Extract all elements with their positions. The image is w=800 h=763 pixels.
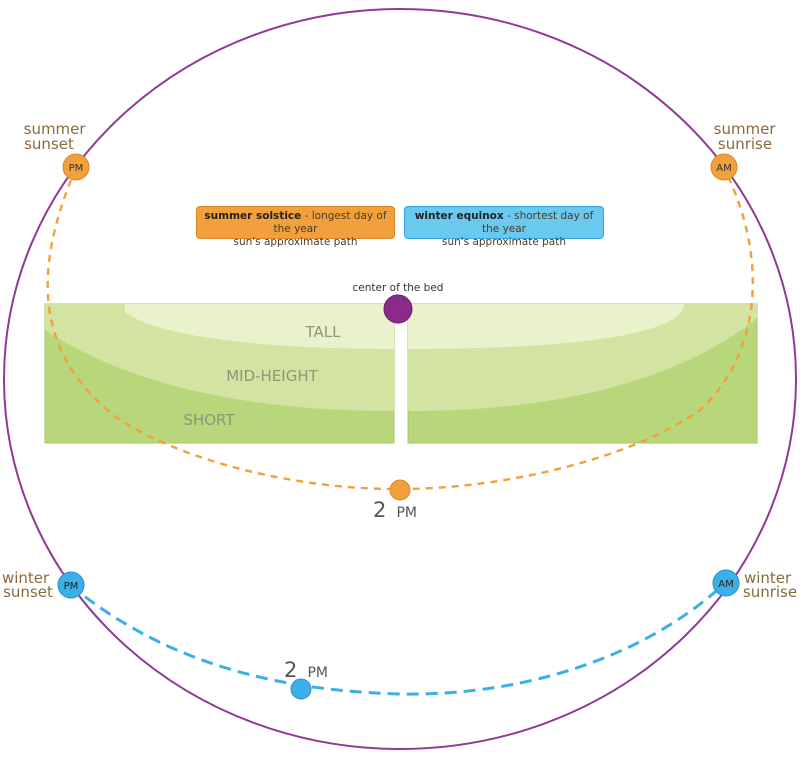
winter-sunrise-am: AM <box>718 579 733 590</box>
garden-bed-right <box>407 303 758 444</box>
zone-label-mid-height: MID-HEIGHT <box>226 367 318 385</box>
summer-sunset-label: summer sunset <box>24 120 91 153</box>
zone-label-tall: TALL <box>305 323 342 341</box>
zone-label-short: SHORT <box>183 411 235 429</box>
winter-legend-desc: - shortest day of the year <box>482 210 594 235</box>
winter-sunset-label: winter sunset <box>2 569 54 601</box>
summer-2pm-sun-icon <box>389 479 411 501</box>
summer-sunset-sun-icon <box>62 153 90 181</box>
winter-legend-title: winter equinox <box>414 210 504 222</box>
bed-center-marker <box>383 294 413 324</box>
summer-legend-desc: - longest day of the year <box>273 210 387 235</box>
winter-sunset-sun-icon <box>57 571 85 599</box>
summer-solstice-legend: summer solstice - longest day of the yea… <box>196 206 395 248</box>
summer-sunset-pm: PM <box>69 163 84 174</box>
garden-bed-left <box>44 303 395 444</box>
summer-legend-title: summer solstice <box>204 210 302 222</box>
winter-sunrise-sun-icon <box>712 569 740 597</box>
winter-sunrise-label: winter sunrise <box>743 569 797 601</box>
center-of-bed-label: center of the bed <box>353 282 444 294</box>
winter-2pm-sun-icon <box>290 678 312 700</box>
winter-sunset-pm: PM <box>64 581 79 592</box>
winter-equinox-legend: winter equinox - shortest day of the yea… <box>404 206 604 248</box>
winter-2pm-label: 2 PM <box>284 658 328 682</box>
summer-sunrise-am: AM <box>716 163 731 174</box>
bed-left-tall-zone <box>125 304 394 349</box>
summer-sunrise-sun-icon <box>710 153 738 181</box>
winter-sun-path <box>69 583 725 696</box>
sun-orbit-ellipse <box>3 8 797 750</box>
summer-2pm-label: 2 PM <box>373 498 417 522</box>
bed-right-tall-zone <box>408 304 684 349</box>
winter-legend-line2: sun's approximate path <box>441 236 566 248</box>
summer-sunrise-label: summer sunrise <box>714 120 781 153</box>
summer-legend-line2: sun's approximate path <box>233 236 358 248</box>
